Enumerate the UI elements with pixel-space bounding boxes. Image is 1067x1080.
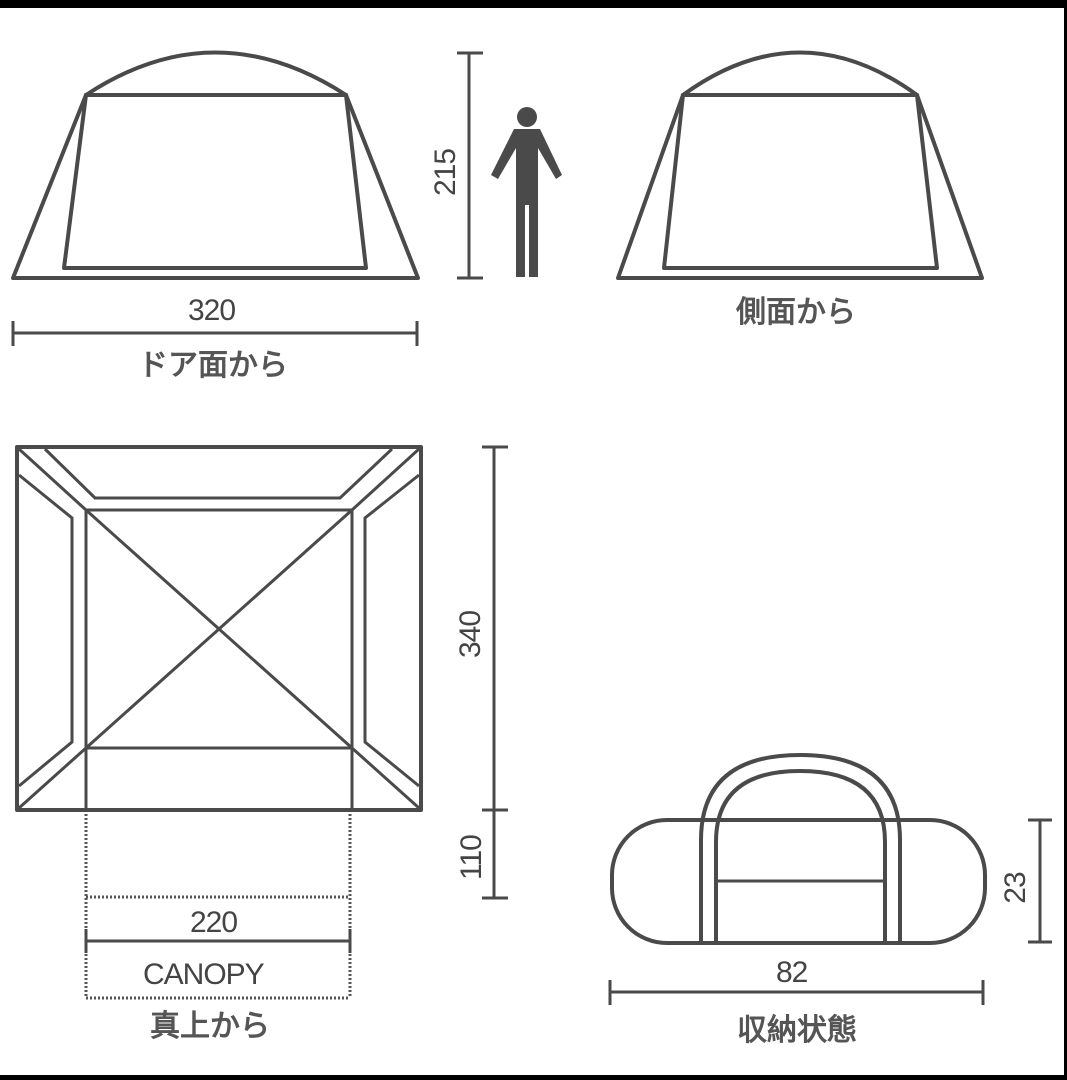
tent-dimension-diagram: 320 ドア面から 215 側面から 340 110 220 CANOPY 真上… [0,8,1064,1075]
height-dimension [457,51,483,280]
canopy-width-label: 220 [190,906,238,939]
canopy-label: CANOPY [143,958,265,991]
side-view-caption: 側面から [736,295,856,330]
height-label: 215 [429,148,462,196]
top-view [15,445,508,1000]
side-view [616,50,984,280]
bag-length-label: 82 [776,956,808,989]
canopy-depth-label: 110 [455,835,488,880]
depth-label: 340 [454,610,487,658]
bag-height-label: 23 [999,872,1032,904]
door-view-caption: ドア面から [138,348,288,383]
top-view-caption: 真上から [150,1009,270,1044]
person-icon [491,107,562,277]
storage-caption: 収納状態 [737,1013,857,1048]
door-side-view [11,50,420,346]
door-width-label: 320 [188,294,236,327]
diagram-drawing [11,50,1052,1005]
storage-bag [608,753,1052,1005]
